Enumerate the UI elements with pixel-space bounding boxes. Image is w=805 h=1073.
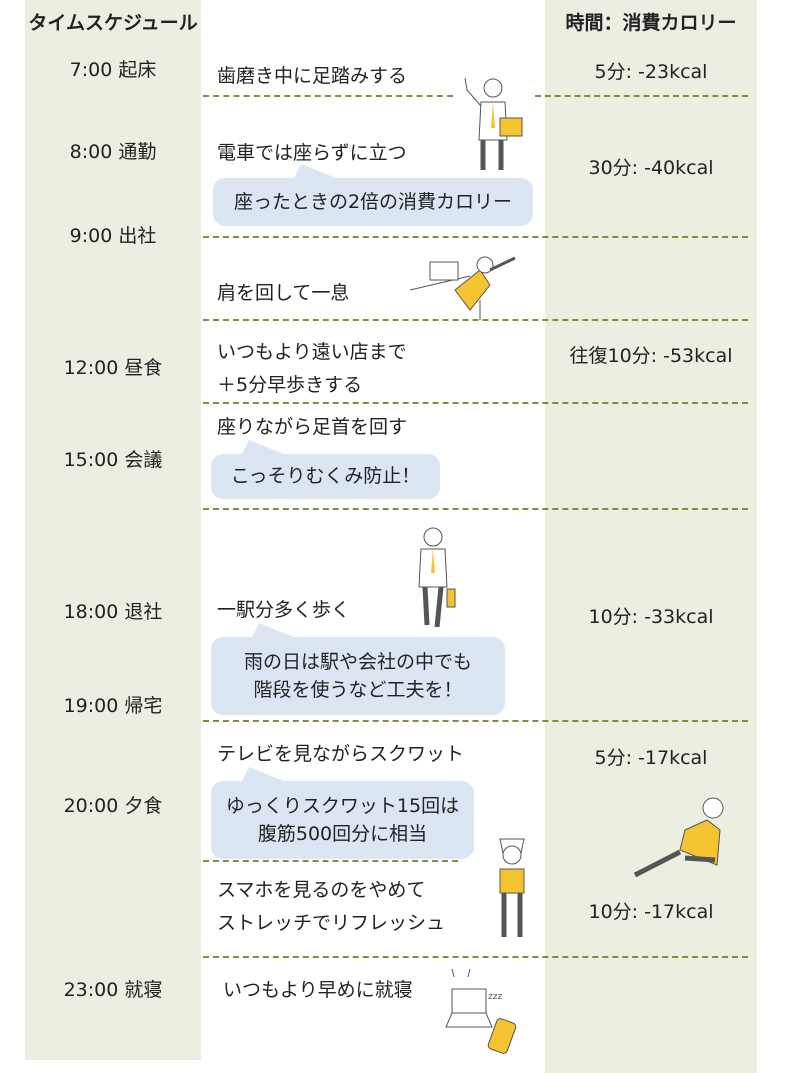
stretching-person-icon bbox=[499, 838, 525, 937]
time-label: 12:00 昼食 bbox=[63, 357, 163, 379]
tip-bubble: 雨の日は駅や会社の中でも 階段を使うなど工夫を！ bbox=[211, 623, 505, 715]
svg-text:zzz: zzz bbox=[488, 992, 502, 1002]
time-label: 9:00 出社 bbox=[69, 225, 157, 247]
tip-text: 腹筋500回分に相当 bbox=[257, 823, 428, 845]
activity-text: 電車では座らずに立つ bbox=[217, 142, 407, 164]
businessman-pointing-icon bbox=[464, 77, 523, 170]
time-label: 19:00 帰宅 bbox=[63, 695, 163, 717]
divider bbox=[203, 402, 748, 404]
activity-text: 座りながら足首を回す bbox=[217, 416, 408, 438]
calorie-value: 10分: -17kcal bbox=[588, 901, 714, 923]
divider bbox=[203, 319, 748, 321]
time-label: 15:00 会議 bbox=[63, 449, 163, 471]
time-label: 18:00 退社 bbox=[63, 601, 163, 623]
activity-text: ストレッチでリフレッシュ bbox=[217, 912, 446, 934]
calorie-value: 5分: -17kcal bbox=[594, 747, 708, 769]
time-label: 20:00 夕食 bbox=[63, 795, 163, 817]
tip-text: こっそりむくみ防止！ bbox=[230, 465, 421, 487]
divider bbox=[203, 95, 453, 97]
walking-businessman-icon bbox=[418, 527, 456, 628]
activity-text: ＋5分早歩きする bbox=[217, 374, 363, 396]
activity-text: いつもより遠い店まで bbox=[217, 341, 407, 363]
activity-text: 一駅分多く歩く bbox=[217, 599, 351, 621]
tip-text: 座ったときの2倍の消費カロリー bbox=[233, 191, 513, 213]
time-label: 7:00 起床 bbox=[69, 59, 157, 81]
divider bbox=[203, 860, 458, 862]
divider bbox=[203, 956, 748, 958]
sitting-person-icon bbox=[633, 797, 724, 878]
time-label: 8:00 通勤 bbox=[69, 141, 157, 163]
calorie-value: 往復10分: -53kcal bbox=[569, 345, 733, 367]
activity-text: 歯磨き中に足踏みする bbox=[217, 65, 408, 87]
divider bbox=[535, 95, 748, 97]
sleeping-devices-icon: zzz bbox=[445, 968, 517, 1054]
activity-text: スマホを見るのをやめて bbox=[217, 879, 426, 901]
calorie-column-bg bbox=[545, 0, 757, 1073]
time-label: 23:00 就寝 bbox=[63, 979, 163, 1001]
divider bbox=[203, 236, 748, 238]
calorie-header: 時間：消費カロリー bbox=[565, 12, 737, 34]
tip-bubble: 座ったときの2倍の消費カロリー bbox=[213, 164, 533, 226]
tip-bubble: ゆっくりスクワット15回は 腹筋500回分に相当 bbox=[211, 767, 474, 859]
calorie-value: 30分: -40kcal bbox=[588, 157, 714, 179]
calorie-value: 5分: -23kcal bbox=[594, 61, 708, 83]
activity-text: テレビを見ながらスクワット bbox=[217, 743, 465, 765]
stretching-at-desk-icon bbox=[410, 256, 516, 320]
activity-text: いつもより早めに就寝 bbox=[223, 979, 413, 1001]
activity-text: 肩を回して一息 bbox=[217, 282, 350, 304]
schedule-header: タイムスケジュール bbox=[28, 12, 198, 34]
calorie-value: 10分: -33kcal bbox=[588, 606, 714, 628]
tip-text: 雨の日は駅や会社の中でも bbox=[243, 651, 472, 673]
tip-bubble: こっそりむくみ防止！ bbox=[211, 440, 440, 499]
divider bbox=[203, 508, 748, 510]
tip-text: ゆっくりスクワット15回は bbox=[225, 795, 460, 817]
time-column-bg bbox=[25, 0, 201, 1060]
divider bbox=[203, 720, 748, 722]
tip-text: 階段を使うなど工夫を！ bbox=[253, 679, 463, 701]
